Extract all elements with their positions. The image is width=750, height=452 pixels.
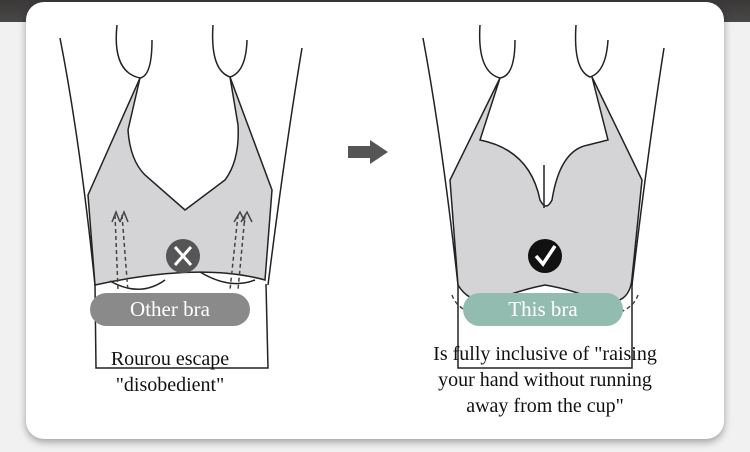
check-icon bbox=[528, 239, 562, 273]
caption-line: "disobedient" bbox=[115, 374, 225, 396]
other-bra-caption: Rourou escape "disobedient" bbox=[60, 346, 280, 398]
arrow-right-icon bbox=[348, 140, 388, 164]
caption-line: Is fully inclusive of "raising bbox=[433, 343, 657, 365]
other-bra-label: Other bra bbox=[90, 293, 250, 326]
other-bra-illustration bbox=[59, 24, 303, 369]
this-bra-caption: Is fully inclusive of "raising your hand… bbox=[395, 341, 695, 419]
caption-line: away from the cup" bbox=[466, 395, 624, 417]
this-bra-label: This bra bbox=[463, 293, 623, 326]
caption-line: your hand without running bbox=[438, 369, 652, 391]
caption-line: Rourou escape bbox=[110, 348, 230, 370]
cross-icon bbox=[166, 239, 200, 273]
